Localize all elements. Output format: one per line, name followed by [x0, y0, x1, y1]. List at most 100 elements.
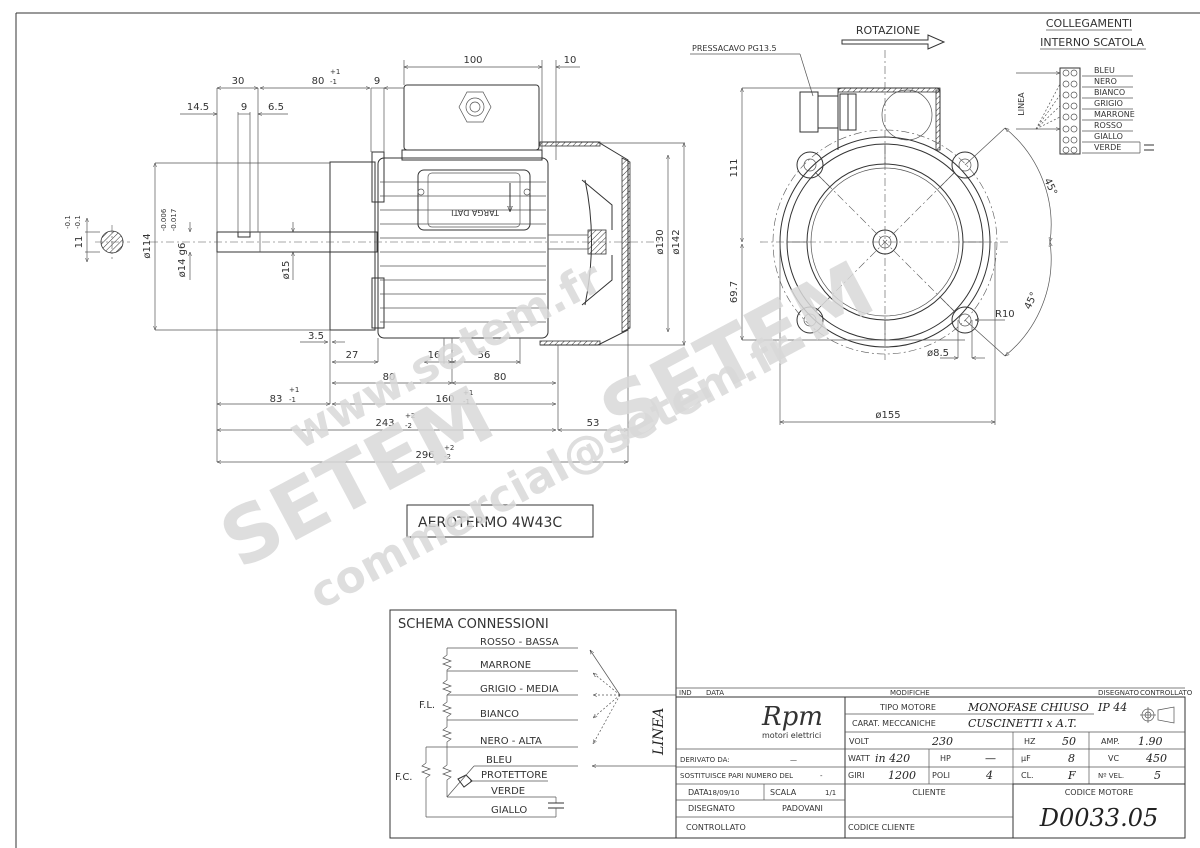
svg-text:LINEA: LINEA [1017, 92, 1026, 116]
shaft-section: 11 -0.1 -0.1 [64, 215, 130, 262]
svg-text:IND: IND [679, 689, 692, 697]
svg-text:BIANCO: BIANCO [1094, 88, 1125, 97]
svg-text:ø155: ø155 [875, 410, 900, 421]
svg-text:BLEU: BLEU [1094, 66, 1115, 75]
svg-text:50: 50 [1062, 735, 1076, 748]
svg-text:56: 56 [478, 350, 491, 361]
terminal-blocks [1062, 69, 1078, 154]
svg-text:-: - [820, 772, 823, 780]
svg-text:INTERNO SCATOLA: INTERNO SCATOLA [1040, 36, 1144, 49]
svg-text:µF: µF [1021, 754, 1031, 763]
svg-text:HZ: HZ [1024, 737, 1036, 746]
svg-text:-2: -2 [444, 453, 451, 461]
mounting-lugs [796, 151, 979, 334]
rotation-label: ROTAZIONE [856, 24, 920, 37]
cable-gland-label: PRESSACAVO PG13.5 [692, 44, 777, 53]
svg-text:-1: -1 [289, 396, 296, 404]
svg-text:F.C.: F.C. [395, 772, 413, 783]
svg-text:TIPO MOTORE: TIPO MOTORE [879, 703, 936, 712]
svg-text:-0.006: -0.006 [160, 208, 168, 231]
svg-text:CONTROLLATO: CONTROLLATO [686, 823, 746, 832]
svg-text:450: 450 [1145, 752, 1167, 765]
svg-text:ø114: ø114 [142, 233, 153, 258]
svg-text:MARRONE: MARRONE [480, 660, 531, 671]
svg-text:1200: 1200 [888, 769, 916, 782]
svg-text:F.L.: F.L. [419, 700, 435, 711]
svg-text:-0.1: -0.1 [64, 215, 72, 229]
schema-title: SCHEMA CONNESSIONI [398, 617, 549, 632]
svg-text:DATA: DATA [706, 689, 724, 697]
svg-text:PADOVANI: PADOVANI [782, 804, 823, 813]
svg-text:+2: +2 [444, 444, 454, 452]
svg-text:80: 80 [312, 76, 325, 87]
svg-text:9: 9 [241, 102, 247, 113]
company-logo: Rpm [761, 702, 823, 732]
svg-text:PROTETTORE: PROTETTORE [481, 770, 547, 781]
svg-text:POLI: POLI [932, 771, 950, 780]
svg-text:NERO: NERO [1094, 77, 1117, 86]
bottom-dimensions: 3.5 27 16 56 80 80 83 +1 -1 160 +1 -1 24… [216, 252, 629, 462]
svg-text:100: 100 [463, 55, 482, 66]
svg-text:CL.: CL. [1021, 771, 1034, 780]
flange-ribs [787, 144, 983, 340]
svg-text:IP 44: IP 44 [1097, 701, 1127, 714]
svg-text:CLIENTE: CLIENTE [912, 788, 945, 797]
svg-text:Nº VEL.: Nº VEL. [1098, 772, 1124, 780]
svg-text:MODIFICHE: MODIFICHE [890, 689, 930, 697]
svg-text:CODICE MOTORE: CODICE MOTORE [1065, 788, 1134, 797]
front-view: ROTAZIONE PRESSACAVO PG13.5 [690, 24, 1059, 425]
side-view: TARGA DATI 11 -0.1 -0.1 [64, 55, 685, 462]
svg-text:-2: -2 [405, 422, 412, 430]
svg-text:BIANCO: BIANCO [480, 709, 519, 720]
svg-text:ø8.5: ø8.5 [927, 348, 949, 359]
svg-text:DISEGNATO: DISEGNATO [1098, 689, 1140, 697]
svg-text:VC: VC [1108, 754, 1119, 763]
svg-text:VOLT: VOLT [849, 737, 869, 746]
nameplate-label: TARGA DATI [451, 208, 500, 217]
svg-text:18/09/10: 18/09/10 [708, 789, 739, 797]
svg-text:motori elettrici: motori elettrici [762, 731, 821, 740]
svg-text:HP: HP [940, 754, 951, 763]
svg-text:MONOFASE CHIUSO: MONOFASE CHIUSO [967, 701, 1089, 714]
svg-text:COLLEGAMENTI: COLLEGAMENTI [1046, 17, 1132, 30]
motor-code: D0033.05 [1039, 804, 1159, 832]
svg-text:MARRONE: MARRONE [1094, 110, 1135, 119]
terminal-connections: COLLEGAMENTI INTERNO SCATOLA LINEA BLEU … [1016, 17, 1154, 155]
svg-text:DISEGNATO: DISEGNATO [688, 804, 735, 813]
svg-text:30: 30 [232, 76, 245, 87]
svg-text:83: 83 [270, 394, 283, 405]
svg-text:ROSSO: ROSSO [1094, 121, 1122, 130]
left-dimensions: ø114 ø14 g6 -0.006 -0.017 ø15 [142, 162, 330, 331]
svg-text:VERDE: VERDE [491, 786, 525, 797]
svg-text:+1: +1 [330, 68, 340, 76]
svg-text:R10: R10 [995, 309, 1015, 320]
svg-text:ROSSO - BASSA: ROSSO - BASSA [480, 637, 559, 648]
svg-text:LINEA: LINEA [651, 708, 667, 756]
svg-text:45°: 45° [1023, 291, 1040, 312]
title-block: IND DATA MODIFICHE DISEGNATO CONTROLLATO… [675, 687, 1193, 839]
svg-text:11: 11 [74, 236, 85, 249]
svg-text:SOSTITUISCE PARI NUMERO DEL: SOSTITUISCE PARI NUMERO DEL [680, 772, 793, 780]
svg-text:NERO - ALTA: NERO - ALTA [480, 736, 542, 747]
svg-text:+1: +1 [289, 386, 299, 394]
cable-gland-nut [458, 91, 492, 123]
svg-text:ø130: ø130 [655, 229, 666, 254]
top-dimensions: 30 80 +1 -1 9 14.5 9 6.5 100 10 [180, 55, 580, 232]
svg-text:296: 296 [415, 450, 434, 461]
svg-text:230: 230 [931, 735, 953, 748]
projection-symbol-icon [1140, 706, 1175, 724]
svg-text:16: 16 [428, 350, 441, 361]
svg-text:VERDE: VERDE [1094, 143, 1121, 152]
svg-text:14.5: 14.5 [187, 102, 209, 113]
svg-text:1.90: 1.90 [1138, 735, 1163, 748]
svg-text:10: 10 [564, 55, 577, 66]
svg-text:69.7: 69.7 [729, 281, 740, 303]
svg-text:4: 4 [985, 769, 993, 782]
svg-text:CONTROLLATO: CONTROLLATO [1140, 689, 1193, 697]
svg-text:ø15: ø15 [281, 261, 292, 280]
svg-text:—: — [985, 752, 996, 765]
wiring-schema: SCHEMA CONNESSIONI F.L. F.C. ROSSO - BAS… [389, 609, 677, 839]
svg-text:GIRI: GIRI [848, 771, 864, 780]
svg-text:WATT: WATT [848, 754, 870, 763]
